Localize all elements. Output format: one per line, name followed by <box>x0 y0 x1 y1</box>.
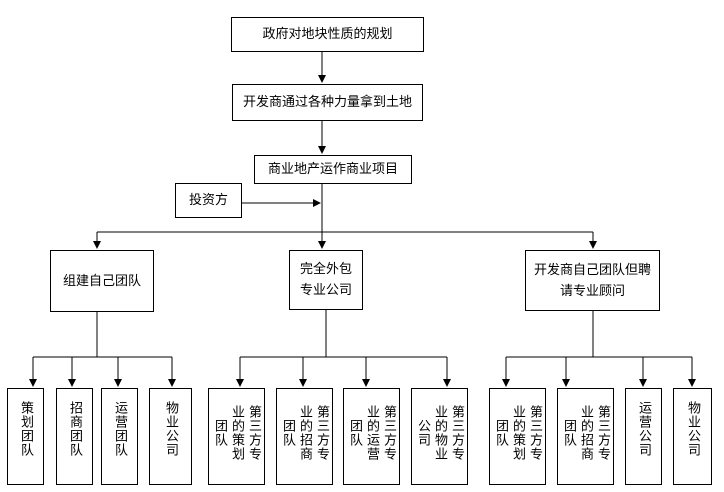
leaf-operations-team: 运营团队 <box>101 388 138 485</box>
commercial-project-label: 商业地产运作商业项目 <box>267 162 398 177</box>
leaf-planning-team: 策划团队 <box>7 388 44 485</box>
investor-box: 投资方 <box>175 183 242 218</box>
leaf-label: 运营团队 <box>112 401 127 457</box>
leaf-consultant-leasing: 第三方专业的招商团队 <box>557 388 614 485</box>
branch-consultant-box: 开发商自己团队但聘请专业顾问 <box>525 250 660 311</box>
leaf-third-party-leasing: 第三方专业的招商团队 <box>276 388 333 485</box>
investor-label: 投资方 <box>188 193 228 208</box>
leaf-property-company: 物业公司 <box>149 388 192 485</box>
policy-label: 政府对地块性质的规划 <box>262 27 393 42</box>
leaf-label: 物业公司 <box>685 401 700 457</box>
leaf-label: 第三方专业的招商团队 <box>280 405 329 461</box>
leaf-consultant-planning: 第三方专业的策划团队 <box>489 388 546 485</box>
leaf-third-party-property: 第三方专业的物业公司 <box>411 388 468 485</box>
leaf-operations-company: 运营公司 <box>625 388 662 485</box>
leaf-leasing-team: 招商团队 <box>56 388 93 485</box>
branch-own-team-label: 组建自己团队 <box>62 273 141 289</box>
branch-outsource-box: 完全外包专业公司 <box>289 250 363 310</box>
leaf-label: 第三方专业的运营团队 <box>347 405 396 461</box>
leaf-third-party-planning: 第三方专业的策划团队 <box>208 388 265 485</box>
leaf-label: 物业公司 <box>163 401 178 457</box>
leaf-label: 第三方专业的策划团队 <box>493 405 542 461</box>
branch-consultant-label: 开发商自己团队但聘请专业顾问 <box>533 262 651 299</box>
acquire-land-box: 开发商通过各种力量拿到土地 <box>232 84 423 121</box>
policy-box: 政府对地块性质的规划 <box>231 17 424 52</box>
branch-outsource-label: 完全外包专业公司 <box>299 262 352 298</box>
leaf-label: 策划团队 <box>18 401 33 457</box>
leaf-label: 第三方专业的招商团队 <box>561 405 610 461</box>
acquire-land-label: 开发商通过各种力量拿到土地 <box>242 95 412 110</box>
leaf-label: 运营公司 <box>636 401 651 457</box>
leaf-label: 招商团队 <box>67 401 82 457</box>
commercial-project-box: 商业地产运作商业项目 <box>254 155 412 184</box>
leaf-property-company-2: 物业公司 <box>673 388 712 485</box>
leaf-third-party-operations: 第三方专业的运营团队 <box>343 388 400 485</box>
leaf-label: 第三方专业的物业公司 <box>415 405 464 461</box>
leaf-label: 第三方专业的策划团队 <box>212 405 261 461</box>
branch-own-team-box: 组建自己团队 <box>50 250 154 312</box>
